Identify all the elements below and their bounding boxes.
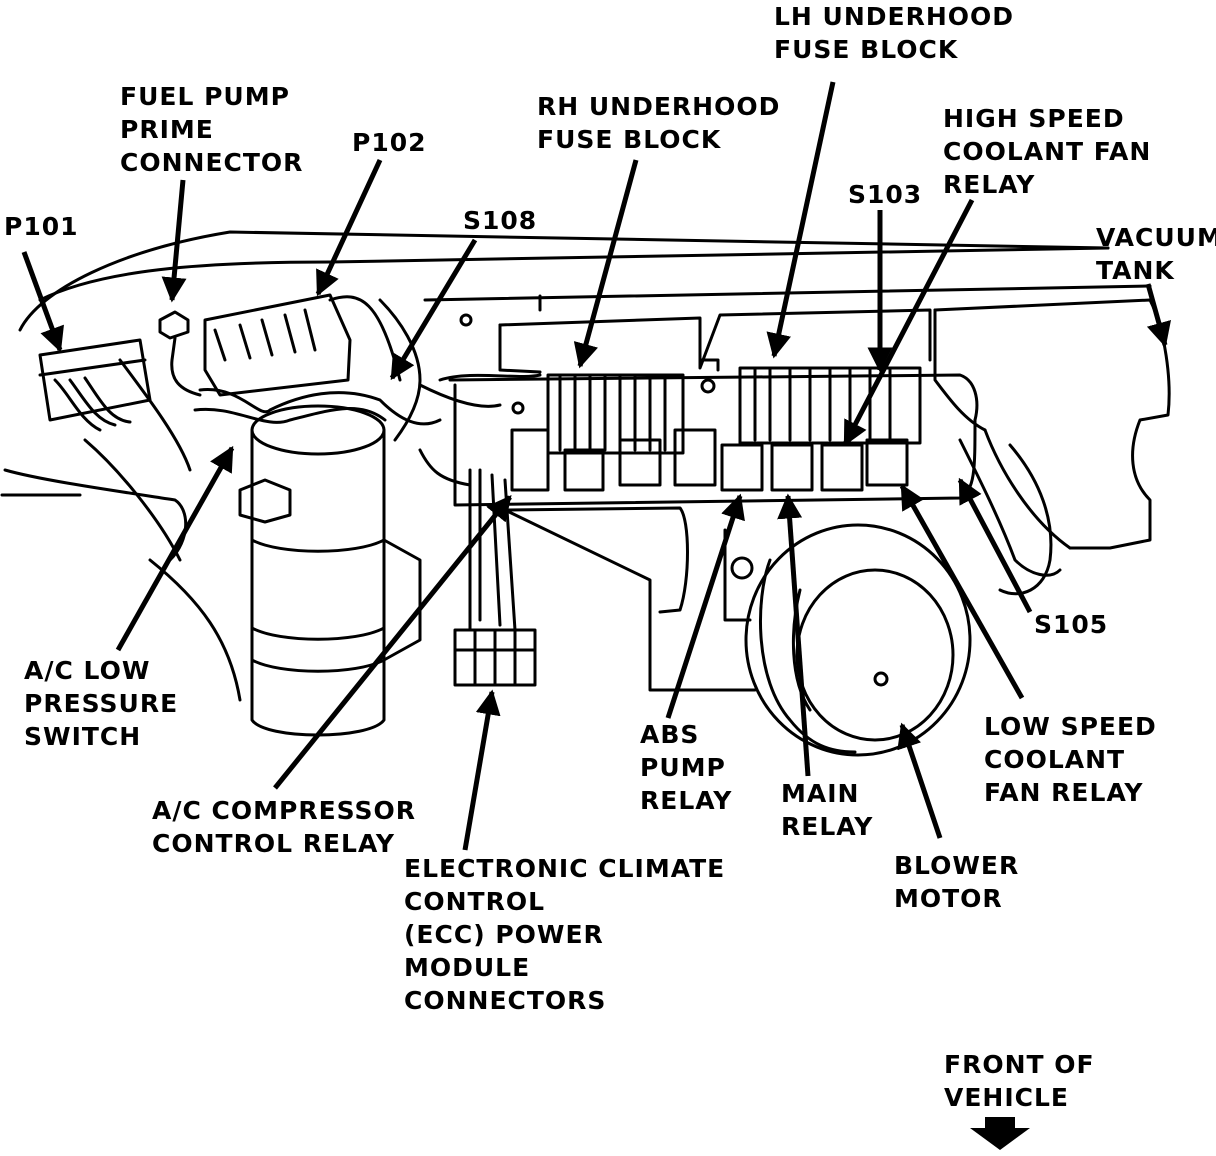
label-line: A/C LOW bbox=[24, 656, 151, 685]
label-rh-underhood-fuse-block: RH UNDERHOOD FUSE BLOCK bbox=[537, 90, 780, 156]
label-line: BLOWER bbox=[894, 851, 1020, 880]
label-ac-compressor-control-relay: A/C COMPRESSOR CONTROL RELAY bbox=[152, 794, 416, 860]
arrow-high-speed-fan-relay bbox=[842, 198, 975, 447]
label-line: P102 bbox=[352, 128, 427, 157]
label-p101: P101 bbox=[4, 210, 79, 243]
arrow-abs-pump-relay bbox=[665, 493, 745, 719]
label-line: PRESSURE bbox=[24, 689, 179, 718]
label-front-of-vehicle: FRONT OF VEHICLE bbox=[944, 1048, 1095, 1114]
arrow-rh-fuse-block bbox=[573, 159, 639, 369]
label-s108: S108 bbox=[463, 204, 537, 237]
label-low-speed-coolant-fan-relay: LOW SPEED COOLANT FAN RELAY bbox=[984, 710, 1157, 809]
label-line: TANK bbox=[1096, 256, 1175, 285]
label-line: VEHICLE bbox=[944, 1083, 1070, 1112]
label-line: FUSE BLOCK bbox=[774, 35, 959, 64]
label-lh-underhood-fuse-block: LH UNDERHOOD FUSE BLOCK bbox=[774, 0, 1014, 66]
label-line: RELAY bbox=[781, 812, 874, 841]
label-line: CONNECTOR bbox=[120, 148, 304, 177]
label-line: LOW SPEED bbox=[984, 712, 1157, 741]
arrow-s105 bbox=[957, 477, 1033, 614]
label-line: MODULE bbox=[404, 953, 531, 982]
label-blower-motor: BLOWER MOTOR bbox=[894, 849, 1019, 915]
label-line: RELAY bbox=[943, 170, 1036, 199]
arrow-ac-compressor-relay bbox=[273, 495, 512, 790]
label-main-relay: MAIN RELAY bbox=[781, 777, 873, 843]
leader-arrows bbox=[21, 81, 1172, 851]
label-line: HIGH SPEED bbox=[943, 104, 1125, 133]
label-line: S108 bbox=[463, 206, 538, 235]
label-line: COOLANT FAN bbox=[943, 137, 1152, 166]
label-line: LH UNDERHOOD bbox=[774, 2, 1015, 31]
label-line: CONNECTORS bbox=[404, 986, 607, 1015]
label-line: FUSE BLOCK bbox=[537, 125, 722, 154]
label-line: ELECTRONIC CLIMATE bbox=[404, 854, 726, 883]
arrow-lh-fuse-block bbox=[766, 81, 836, 359]
label-line: PRIME bbox=[120, 115, 214, 144]
label-line: S103 bbox=[848, 180, 923, 209]
label-line: A/C COMPRESSOR bbox=[152, 796, 417, 825]
label-line: MAIN bbox=[781, 779, 860, 808]
front-of-vehicle-arrow bbox=[970, 1128, 1030, 1150]
label-line: PUMP bbox=[640, 753, 726, 782]
label-line: SWITCH bbox=[24, 722, 142, 751]
arrow-p102 bbox=[315, 158, 383, 297]
label-line: FUEL PUMP bbox=[120, 82, 290, 111]
arrow-main-relay bbox=[777, 493, 811, 777]
label-abs-pump-relay: ABS PUMP RELAY bbox=[640, 718, 732, 817]
label-line: VACUUM bbox=[1096, 223, 1216, 252]
arrow-fuel-pump-prime bbox=[161, 179, 187, 303]
arrow-vacuum-tank bbox=[1145, 283, 1172, 348]
arrow-ac-low-pressure bbox=[115, 445, 235, 652]
front-of-vehicle-arrow-stem bbox=[985, 1117, 1015, 1130]
label-ac-low-pressure-switch: A/C LOW PRESSURE SWITCH bbox=[24, 654, 178, 753]
arrow-ecc bbox=[462, 689, 501, 851]
label-line: ABS bbox=[640, 720, 700, 749]
label-line: S105 bbox=[1034, 610, 1109, 639]
label-line: (ECC) POWER bbox=[404, 920, 604, 949]
label-s103: S103 bbox=[848, 178, 922, 211]
label-line: CONTROL bbox=[404, 887, 546, 916]
arrow-p101 bbox=[21, 251, 64, 353]
label-fuel-pump-prime-connector: FUEL PUMP PRIME CONNECTOR bbox=[120, 80, 303, 179]
label-line: COOLANT bbox=[984, 745, 1126, 774]
label-line: FAN RELAY bbox=[984, 778, 1144, 807]
label-high-speed-coolant-fan-relay: HIGH SPEED COOLANT FAN RELAY bbox=[943, 102, 1151, 201]
label-s105: S105 bbox=[1034, 608, 1108, 641]
label-line: P101 bbox=[4, 212, 79, 241]
label-line: RH UNDERHOOD bbox=[537, 92, 781, 121]
arrow-s108 bbox=[389, 238, 478, 381]
arrow-blower-motor bbox=[897, 722, 943, 839]
label-ecc-power-module-connectors: ELECTRONIC CLIMATE CONTROL (ECC) POWER M… bbox=[404, 852, 725, 1017]
label-line: MOTOR bbox=[894, 884, 1003, 913]
label-line: CONTROL RELAY bbox=[152, 829, 396, 858]
label-line: RELAY bbox=[640, 786, 733, 815]
label-p102: P102 bbox=[352, 126, 427, 159]
label-vacuum-tank: VACUUM TANK bbox=[1096, 221, 1216, 287]
arrow-low-speed-fan-relay bbox=[899, 483, 1025, 700]
label-line: FRONT OF bbox=[944, 1050, 1095, 1079]
